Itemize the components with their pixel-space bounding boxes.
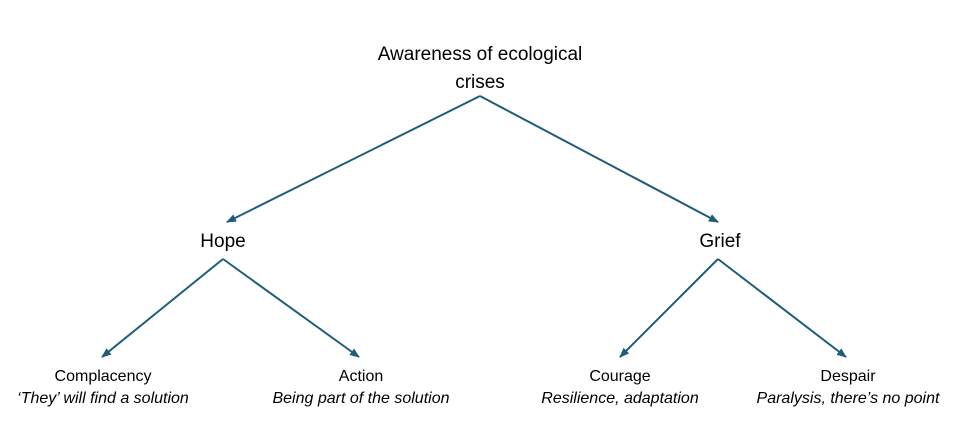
leaf-courage-title: Courage <box>589 368 651 385</box>
leaf-despair: Despair Paralysis, there’s no point <box>740 367 956 409</box>
node-hope: Hope <box>163 230 283 254</box>
leaf-despair-subtitle: Paralysis, there’s no point <box>756 390 940 407</box>
edge-hope-to-complacency <box>101 258 224 358</box>
leaf-complacency: Complacency ‘They’ will find a solution <box>0 367 206 409</box>
leaf-action: Action Being part of the solution <box>250 367 472 409</box>
leaf-action-subtitle: Being part of the solution <box>272 390 450 407</box>
edge-root-to-grief <box>479 95 719 223</box>
leaf-courage: Courage Resilience, adaptation <box>525 367 715 409</box>
edge-hope-to-action <box>222 258 360 358</box>
leaf-action-title: Action <box>338 368 384 385</box>
root-label-line-2: crises <box>455 72 505 93</box>
leaf-complacency-subtitle: ‘They’ will find a solution <box>17 390 189 407</box>
root-label-line-1: Awareness of ecological <box>377 44 583 65</box>
node-grief-label: Grief <box>699 231 741 252</box>
edge-grief-to-despair <box>717 258 847 358</box>
edge-grief-to-courage <box>619 258 719 358</box>
root-node-awareness: Awareness of ecological crises <box>330 41 630 97</box>
leaf-courage-subtitle: Resilience, adaptation <box>541 390 699 407</box>
edge-root-to-hope <box>226 95 481 223</box>
leaf-complacency-title: Complacency <box>54 368 152 385</box>
node-hope-label: Hope <box>200 231 246 252</box>
node-grief: Grief <box>660 230 780 254</box>
leaf-despair-title: Despair <box>820 368 876 385</box>
